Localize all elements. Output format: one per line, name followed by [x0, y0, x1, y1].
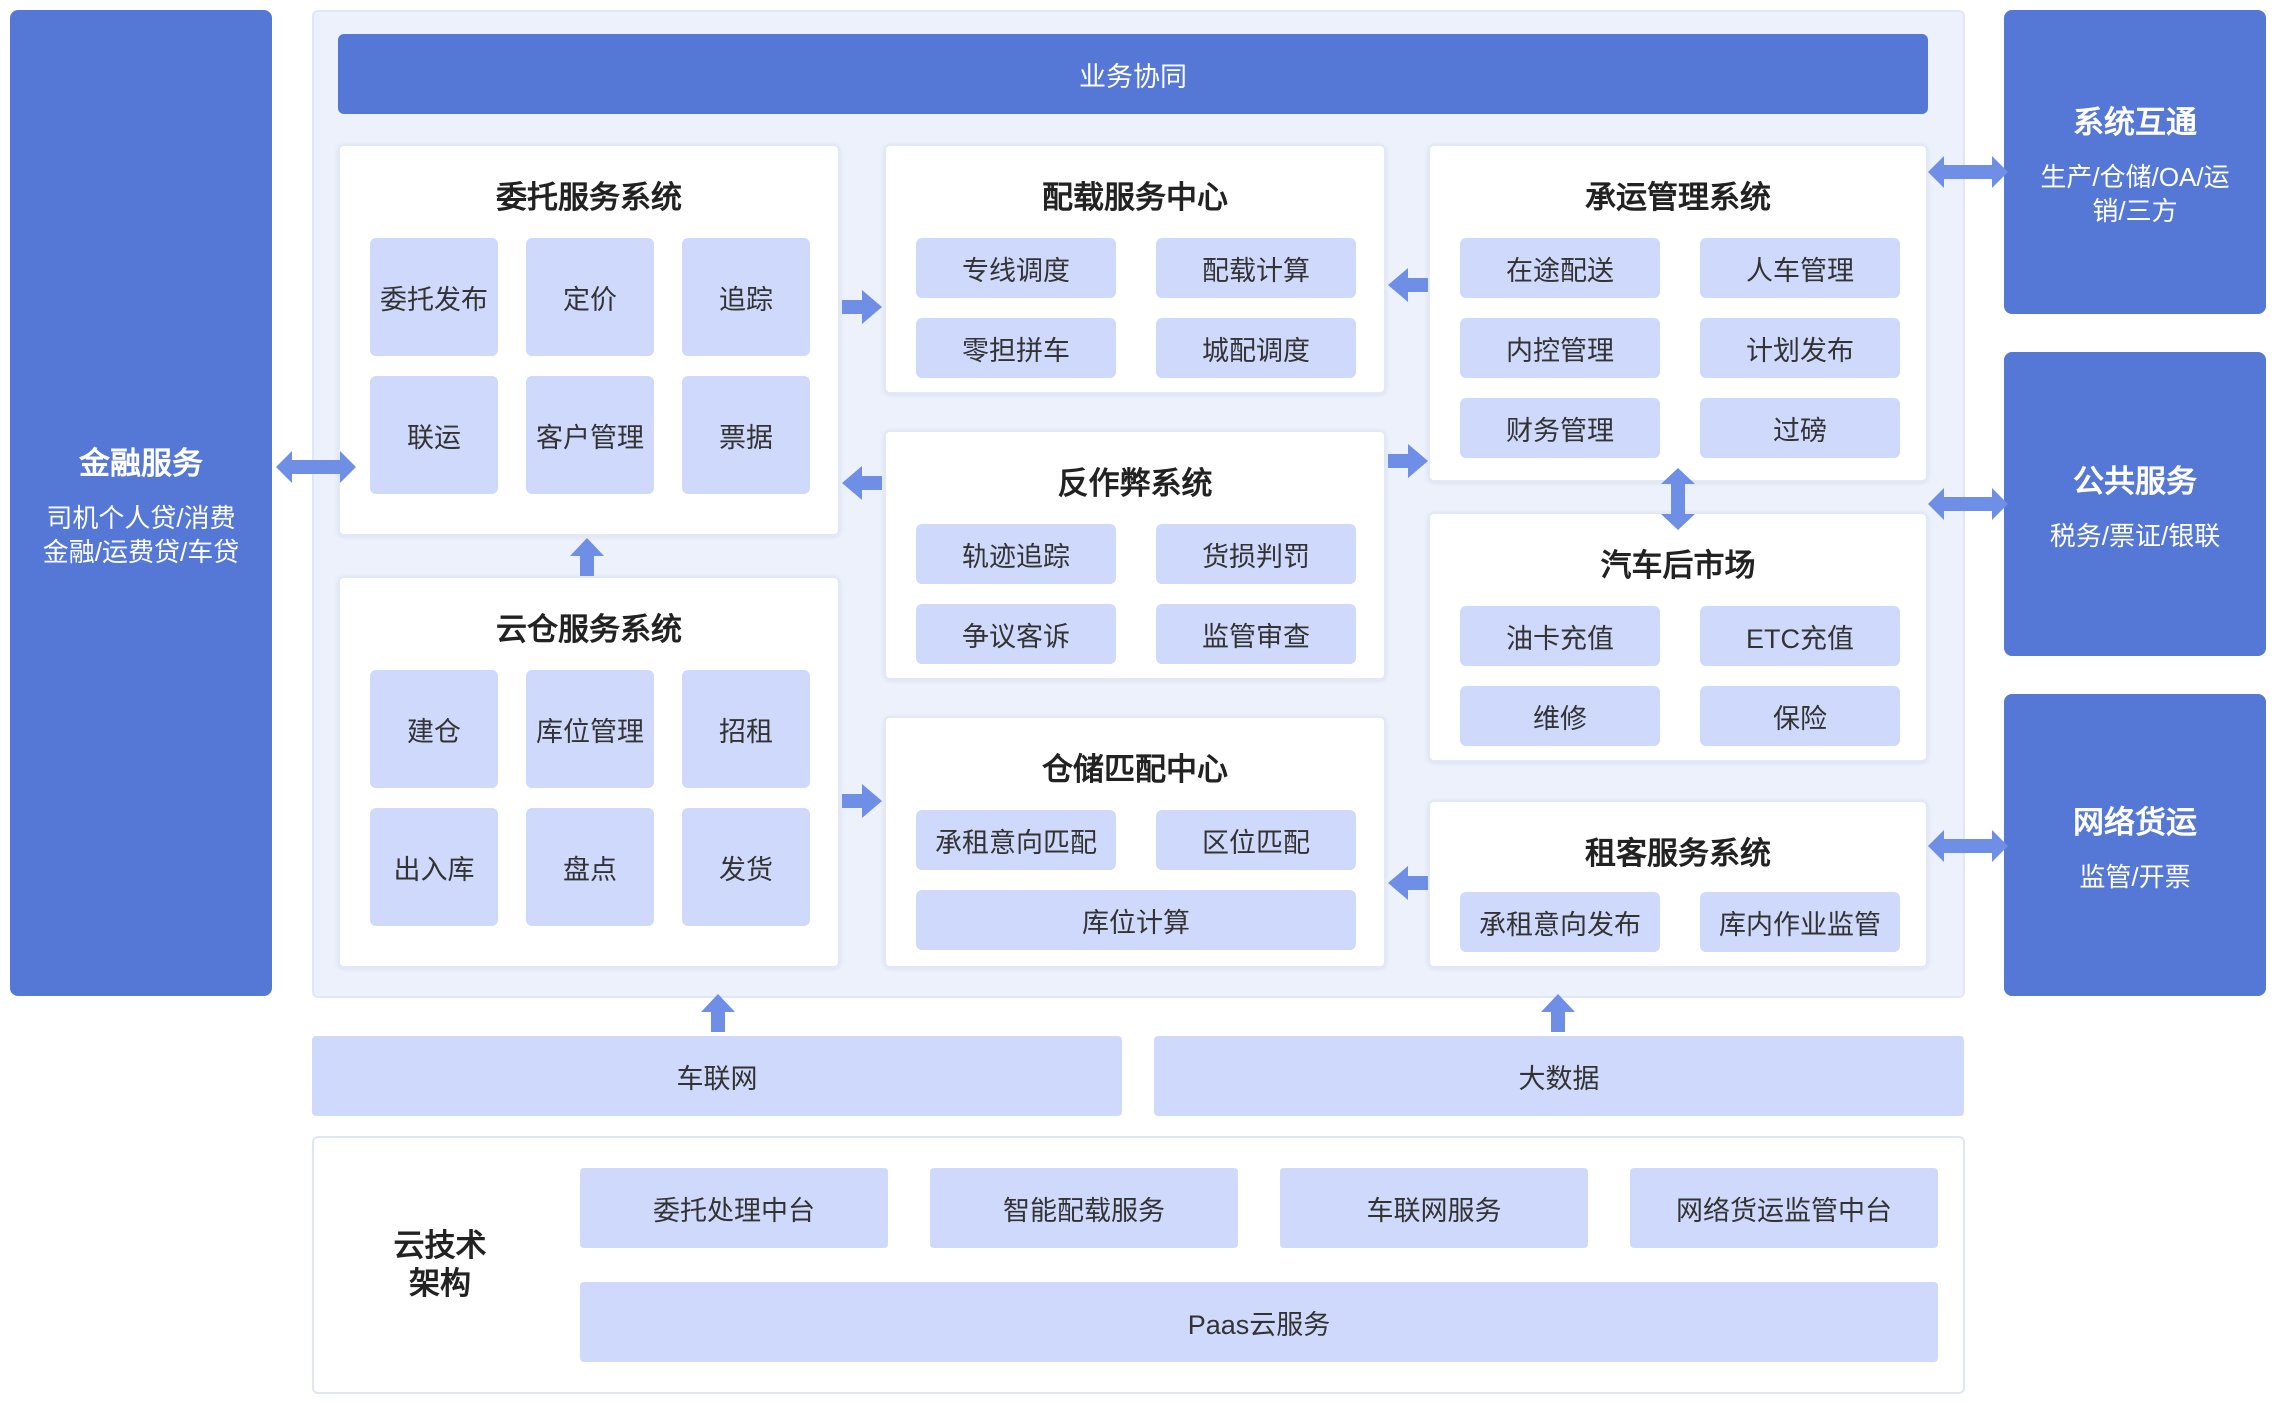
panel-houshichang-title: 汽车后市场	[1600, 548, 1756, 583]
arrow-yuncang-to-weituo	[570, 538, 604, 576]
arrow-network-freight	[1928, 830, 2008, 862]
system-interop-panel: 系统互通 生产/仓储/OA/运 销/三方	[2004, 10, 2266, 314]
chip-houshichang-3: 保险	[1700, 686, 1900, 746]
chip-weituo-0: 委托发布	[370, 238, 498, 356]
cloud-service-1: 智能配载服务	[930, 1168, 1238, 1248]
system-interop-subtitle: 生产/仓储/OA/运 销/三方	[2040, 161, 2230, 226]
arrow-yuncang-to-cangchu	[842, 784, 882, 818]
arrow-zuke-to-cangchu	[1388, 866, 1428, 900]
public-service-subtitle: 税务/票证/银联	[2049, 520, 2221, 551]
chip-yuncang-1: 库位管理	[526, 670, 654, 788]
panel-cangchu-title: 仓储匹配中心	[1042, 752, 1228, 787]
public-service-panel: 公共服务 税务/票证/银联	[2004, 352, 2266, 656]
paas-cloud-service: Paas云服务	[580, 1282, 1938, 1362]
arrow-finance-weituo	[276, 451, 356, 483]
arrow-fanzuobi-to-chengyun	[1388, 444, 1428, 478]
panel-houshichang: 汽车后市场 油卡充值 ETC充值 维修 保险	[1428, 512, 1928, 762]
cloud-service-0: 委托处理中台	[580, 1168, 888, 1248]
network-freight-title: 网络货运	[2073, 804, 2197, 840]
panel-cangchu: 仓储匹配中心 承租意向匹配 区位匹配 库位计算	[884, 716, 1386, 968]
panel-fanzuobi-title: 反作弊系统	[1057, 466, 1213, 501]
cloud-service-2: 车联网服务	[1280, 1168, 1588, 1248]
chip-chengyun-3: 计划发布	[1700, 318, 1900, 378]
panel-fanzuobi: 反作弊系统 轨迹追踪 货损判罚 争议客诉 监管审查	[884, 430, 1386, 680]
arrow-public-service	[1928, 488, 2008, 520]
chip-weituo-2: 追踪	[682, 238, 810, 356]
panel-chengyun: 承运管理系统 在途配送 人车管理 内控管理 计划发布 财务管理 过磅	[1428, 144, 1928, 482]
chip-houshichang-1: ETC充值	[1700, 606, 1900, 666]
chip-yuncang-3: 出入库	[370, 808, 498, 926]
chip-yuncang-0: 建仓	[370, 670, 498, 788]
chip-chengyun-5: 过磅	[1700, 398, 1900, 458]
panel-zuke: 租客服务系统 承租意向发布 库内作业监管	[1428, 800, 1928, 968]
network-freight-panel: 网络货运 监管/开票	[2004, 694, 2266, 996]
chip-weituo-4: 客户管理	[526, 376, 654, 494]
chip-fanzuobi-0: 轨迹追踪	[916, 524, 1116, 584]
chip-weituo-1: 定价	[526, 238, 654, 356]
chip-peizai-0: 专线调度	[916, 238, 1116, 298]
chip-peizai-2: 零担拼车	[916, 318, 1116, 378]
chip-cangchu-0: 承租意向匹配	[916, 810, 1116, 870]
finance-service-subtitle: 司机个人贷/消费 金融/运费贷/车贷	[42, 502, 240, 567]
finance-service-title: 金融服务	[79, 445, 203, 481]
chip-peizai-1: 配载计算	[1156, 238, 1356, 298]
business-collab-banner: 业务协同	[338, 34, 1928, 114]
chip-yuncang-4: 盘点	[526, 808, 654, 926]
arrow-fanzuobi-to-weituo	[842, 466, 882, 500]
chip-chengyun-1: 人车管理	[1700, 238, 1900, 298]
network-freight-subtitle: 监管/开票	[2079, 861, 2191, 892]
chip-chengyun-4: 财务管理	[1460, 398, 1660, 458]
system-interop-title: 系统互通	[2073, 104, 2197, 140]
cloud-tech-title: 云技术 架构	[393, 1228, 487, 1301]
panel-weituo-title: 委托服务系统	[496, 180, 682, 215]
panel-chengyun-title: 承运管理系统	[1585, 180, 1771, 215]
chip-weituo-5: 票据	[682, 376, 810, 494]
cloud-service-3: 网络货运监管中台	[1630, 1168, 1938, 1248]
chip-fanzuobi-1: 货损判罚	[1156, 524, 1356, 584]
chip-weituo-3: 联运	[370, 376, 498, 494]
chip-yuncang-2: 招租	[682, 670, 810, 788]
chip-chengyun-2: 内控管理	[1460, 318, 1660, 378]
panel-peizai-title: 配载服务中心	[1042, 180, 1228, 215]
arrow-weituo-to-peizai	[842, 290, 882, 324]
panel-zuke-title: 租客服务系统	[1585, 836, 1771, 871]
chip-houshichang-0: 油卡充值	[1460, 606, 1660, 666]
chip-fanzuobi-3: 监管审查	[1156, 604, 1356, 664]
infra-iov-bar: 车联网	[312, 1036, 1122, 1116]
panel-yuncang: 云仓服务系统 建仓 库位管理 招租 出入库 盘点 发货	[338, 576, 840, 968]
arrow-interop	[1928, 156, 2008, 188]
panel-yuncang-title: 云仓服务系统	[496, 612, 682, 647]
chip-houshichang-2: 维修	[1460, 686, 1660, 746]
panel-peizai: 配载服务中心 专线调度 配载计算 零担拼车 城配调度	[884, 144, 1386, 394]
chip-zuke-0: 承租意向发布	[1460, 892, 1660, 952]
arrow-chengyun-to-peizai	[1388, 268, 1428, 302]
chip-cangchu-1: 区位匹配	[1156, 810, 1356, 870]
finance-service-panel: 金融服务 司机个人贷/消费 金融/运费贷/车贷	[10, 10, 272, 996]
chip-yuncang-5: 发货	[682, 808, 810, 926]
arrow-iov-up	[701, 994, 735, 1032]
chip-chengyun-0: 在途配送	[1460, 238, 1660, 298]
chip-peizai-3: 城配调度	[1156, 318, 1356, 378]
public-service-title: 公共服务	[2073, 463, 2197, 499]
panel-weituo: 委托服务系统 委托发布 定价 追踪 联运 客户管理 票据	[338, 144, 840, 536]
chip-zuke-1: 库内作业监管	[1700, 892, 1900, 952]
chip-cangchu-2: 库位计算	[916, 890, 1356, 950]
infra-bigdata-bar: 大数据	[1154, 1036, 1964, 1116]
arrow-chengyun-houshichang	[1661, 468, 1695, 530]
chip-fanzuobi-2: 争议客诉	[916, 604, 1116, 664]
arrow-bigdata-up	[1541, 994, 1575, 1032]
